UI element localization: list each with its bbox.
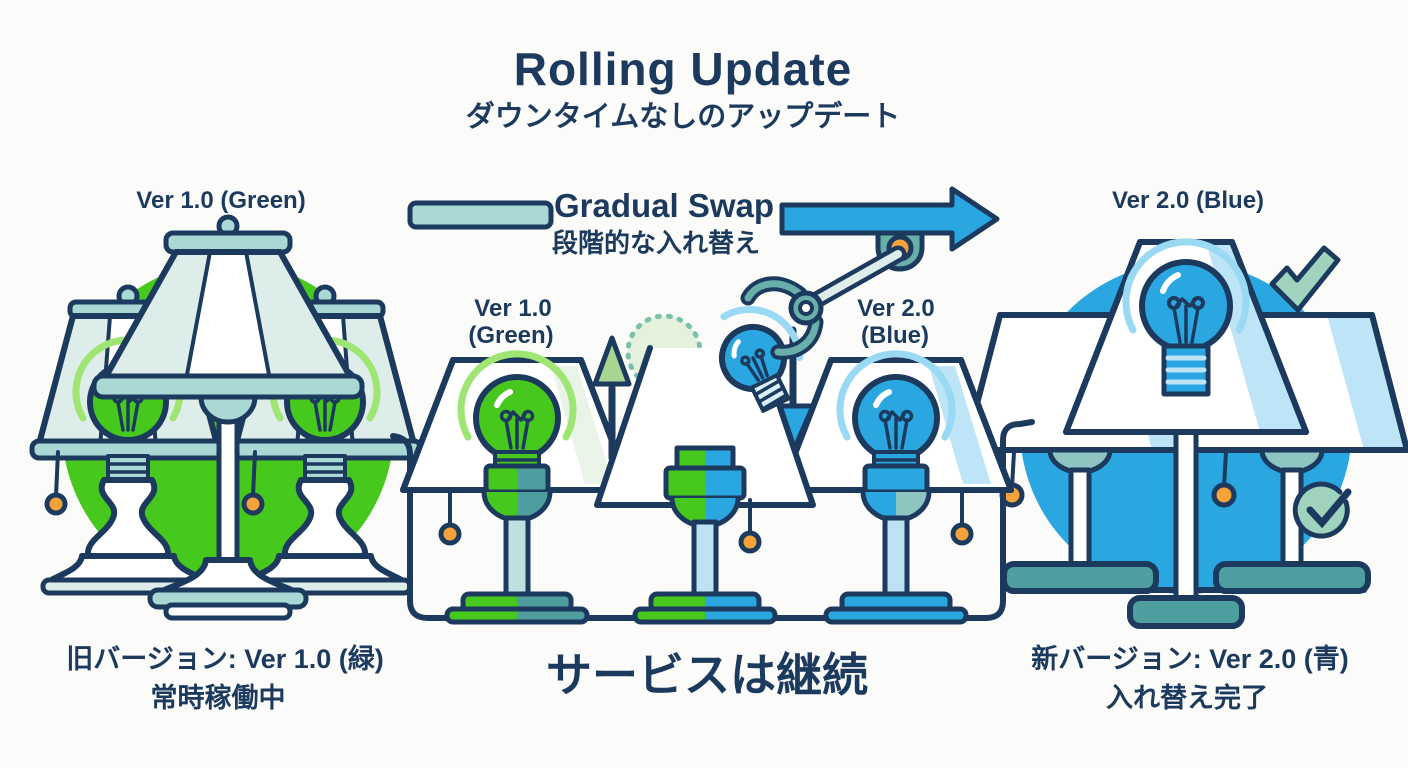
mid-lamp-new <box>778 350 1014 625</box>
page-title: Rolling Update <box>513 43 853 95</box>
checkmark-circle-icon <box>1292 481 1352 539</box>
mid-old-label-line1: Ver 1.0 <box>474 295 552 322</box>
timeline-bar <box>407 200 554 230</box>
mid-new-label-line1: Ver 2.0 <box>857 295 935 322</box>
new-lamp-center <box>1063 238 1309 629</box>
page-subtitle: ダウンタイムなしのアップデート <box>465 101 901 133</box>
old-caption-line2: 常時稼働中 <box>150 683 286 713</box>
swap-arrow-icon <box>779 186 1000 252</box>
old-caption-line1: 旧バージョン: Ver 1.0 (緑) <box>66 644 384 674</box>
mid-lamp-swapping <box>592 306 816 625</box>
swap-sublabel: 段階的な入れ替え <box>551 228 761 258</box>
old-lamp-center <box>91 214 365 621</box>
incoming-bulb-icon <box>719 306 804 413</box>
mid-new-label-line2: (Blue) <box>861 322 929 349</box>
old-version-group <box>32 214 421 621</box>
mid-old-label-line2: (Green) <box>468 322 554 349</box>
new-caption-line1: 新バージョン: Ver 2.0 (青) <box>1031 644 1349 674</box>
up-arrow-icon <box>592 335 632 462</box>
swap-label: Gradual Swap <box>553 187 775 224</box>
robot-arm <box>740 223 925 360</box>
mid-lamp-old <box>400 350 634 625</box>
service-wire <box>390 419 1035 621</box>
new-version-group <box>965 238 1407 629</box>
checkmark-icon <box>1269 245 1341 313</box>
new-version-label: Ver 2.0 (Blue) <box>1111 187 1265 214</box>
service-caption: サービスは継続 <box>546 649 868 701</box>
new-caption-line2: 入れ替え完了 <box>1106 683 1268 713</box>
old-version-label: Ver 1.0 (Green) <box>136 187 306 214</box>
